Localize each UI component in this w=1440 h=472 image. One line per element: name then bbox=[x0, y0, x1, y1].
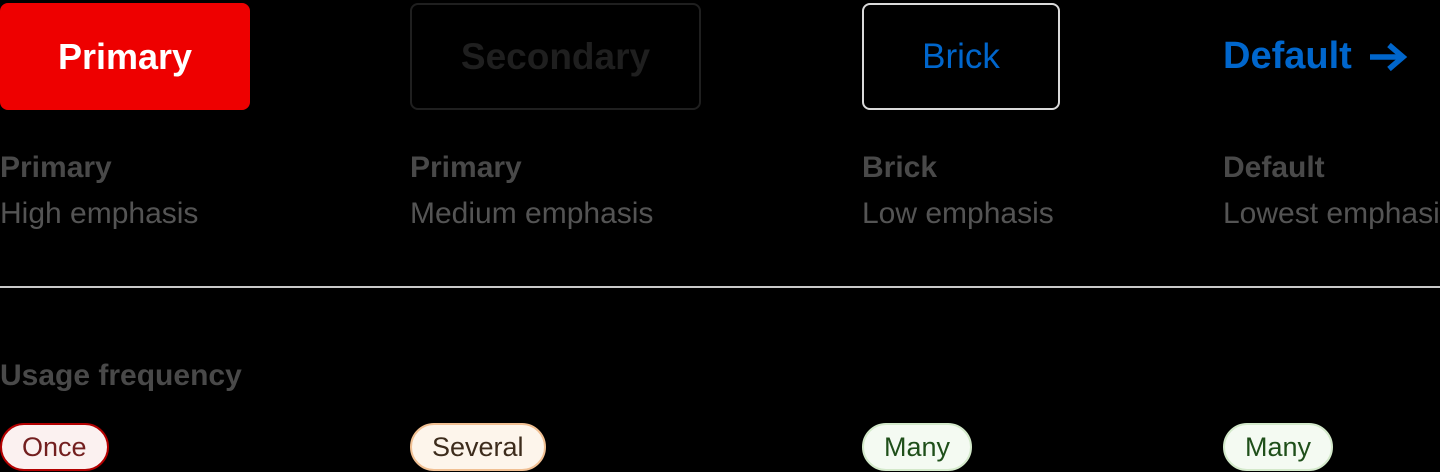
variant-title: Brick bbox=[862, 151, 938, 184]
demo-area-brick: Brick bbox=[862, 3, 1223, 110]
usage-tag-many: Many bbox=[862, 423, 973, 471]
variant-description: High emphasis bbox=[0, 197, 199, 230]
usage-cell-secondary: Several bbox=[410, 423, 862, 471]
variant-column-default: Default Default Lowest emphasis bbox=[1223, 3, 1440, 232]
usage-frequency-grid: Once Several Many Many bbox=[0, 423, 1440, 471]
usage-cell-default: Many bbox=[1223, 423, 1440, 471]
usage-tag-once: Once bbox=[0, 423, 109, 471]
variant-title: Primary bbox=[0, 151, 112, 184]
variant-description: Medium emphasis bbox=[410, 197, 654, 230]
brick-cta-button[interactable]: Brick bbox=[862, 3, 1060, 110]
demo-area-primary: Primary bbox=[0, 3, 410, 110]
default-cta-link[interactable]: Default bbox=[1223, 35, 1408, 78]
variant-column-primary: Primary Primary High emphasis bbox=[0, 3, 410, 232]
usage-tag-several: Several bbox=[410, 423, 546, 471]
usage-cell-primary: Once bbox=[0, 423, 410, 471]
usage-tag-many: Many bbox=[1223, 423, 1334, 471]
section-divider bbox=[0, 286, 1440, 288]
variant-column-secondary: Secondary Primary Medium emphasis bbox=[410, 3, 862, 232]
demo-area-secondary: Secondary bbox=[410, 3, 862, 110]
default-cta-label: Default bbox=[1223, 35, 1352, 77]
primary-cta-button[interactable]: Primary bbox=[0, 3, 250, 110]
variant-title: Default bbox=[1223, 151, 1325, 184]
usage-frequency-heading: Usage frequency bbox=[0, 359, 242, 392]
variant-description: Lowest emphasis bbox=[1223, 197, 1440, 230]
variants-grid: Primary Primary High emphasis Secondary … bbox=[0, 0, 1440, 232]
demo-area-default: Default bbox=[1223, 3, 1440, 110]
arrow-right-icon bbox=[1368, 41, 1408, 73]
usage-cell-brick: Many bbox=[862, 423, 1223, 471]
variant-column-brick: Brick Brick Low emphasis bbox=[862, 3, 1223, 232]
secondary-cta-button[interactable]: Secondary bbox=[410, 3, 701, 110]
variant-title: Primary bbox=[410, 151, 522, 184]
variant-description: Low emphasis bbox=[862, 197, 1054, 230]
